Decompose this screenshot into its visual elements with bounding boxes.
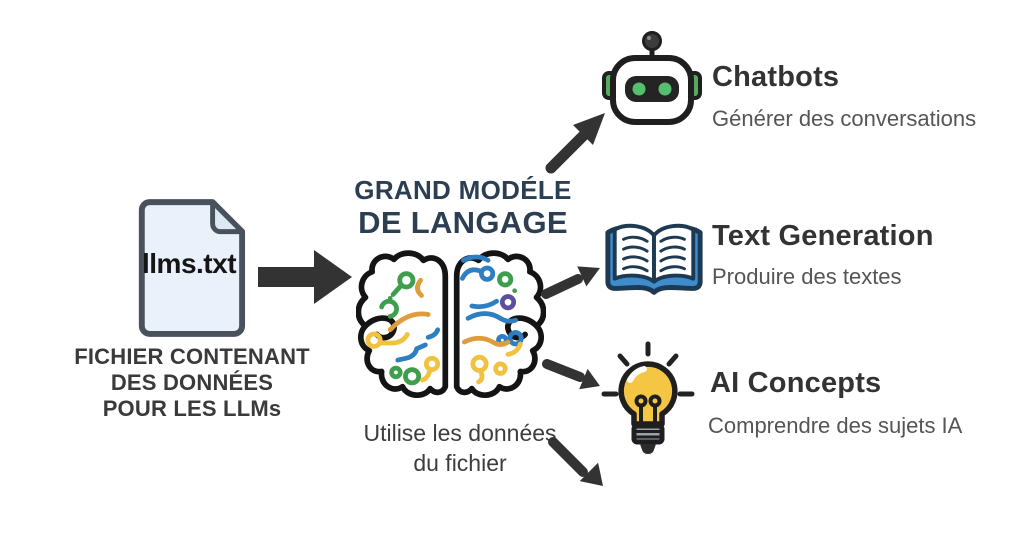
model-caption-line-2: du fichier xyxy=(413,449,507,476)
file-icon xyxy=(138,199,246,337)
brain-icon xyxy=(356,250,546,398)
model-title-line-2: DE LANGAGE xyxy=(358,204,568,240)
output-subtitle-textgen: Produire des textes xyxy=(712,264,902,289)
robot-icon xyxy=(602,31,702,125)
model-title: GRAND MODÉLE DE LANGAGE xyxy=(338,176,588,240)
arrow-model-to-aiconcepts xyxy=(542,359,600,390)
output-title-aiconcepts: AI Concepts xyxy=(710,367,882,399)
file-caption-line-3: POUR LES LLMs xyxy=(102,395,282,421)
arrow-file-to-model xyxy=(258,250,352,304)
output-title-chatbots: Chatbots xyxy=(712,61,840,93)
output-subtitle-aiconcepts: Comprendre des sujets IA xyxy=(708,413,963,438)
model-caption-line-1: Utilise les données xyxy=(363,420,557,446)
file-caption-line-1: FICHIER CONTENANT xyxy=(74,344,310,369)
file-name-label: llms.txt xyxy=(141,248,237,279)
arrow-model-to-chatbots xyxy=(545,113,605,174)
file-caption: FICHIER CONTENANT DES DONNÉES POUR LES L… xyxy=(66,344,318,422)
lightbulb-icon xyxy=(601,341,695,455)
arrow-model-to-textgen xyxy=(541,266,600,299)
model-title-line-1: GRAND MODÉLE xyxy=(354,175,572,205)
arrow-model-to-more xyxy=(548,437,603,486)
output-title-textgen: Text Generation xyxy=(712,220,934,252)
output-subtitle-chatbots: Générer des conversations xyxy=(712,106,977,131)
open-book-icon xyxy=(605,223,703,295)
file-caption-line-2: DES DONNÉES xyxy=(110,369,274,395)
model-caption: Utilise les données du fichier xyxy=(346,419,574,479)
